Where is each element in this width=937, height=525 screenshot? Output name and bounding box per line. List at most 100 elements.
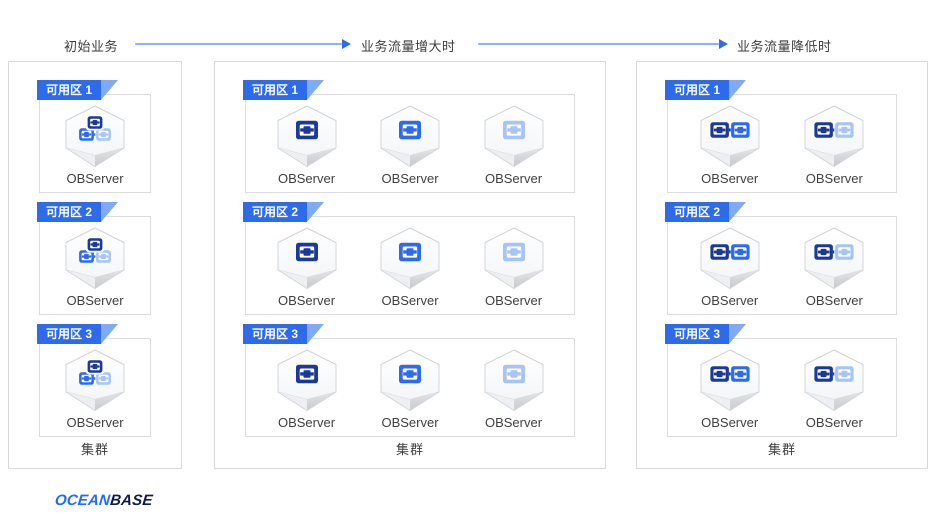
observer-label: OBServer <box>277 293 336 308</box>
zone-label: 可用区 3 <box>252 327 299 341</box>
zone-label: 可用区 3 <box>674 327 721 341</box>
observer-hexagon-icon <box>804 227 864 290</box>
observer-node: OBServer <box>367 105 453 186</box>
stage-label-initial: 初始业务 <box>64 39 119 54</box>
cluster-label: 集群 <box>395 442 424 457</box>
zone-label: 可用区 2 <box>252 205 299 219</box>
zone-ribbon: 可用区 1 <box>665 80 747 100</box>
observer-node: OBServer <box>687 349 773 430</box>
observer-label: OBServer <box>484 415 543 430</box>
observer-label: OBServer <box>381 293 439 308</box>
observer-label: OBServer <box>701 415 759 430</box>
observer-node: OBServer <box>791 349 877 430</box>
observer-label: OBServer <box>484 171 543 186</box>
servers-row: OBServer <box>40 95 150 192</box>
availability-zone: 可用区 2 OBServer OBServer OBServer <box>243 202 575 315</box>
observer-hexagon-icon <box>700 349 760 412</box>
zone-ribbon: 可用区 3 <box>665 324 747 344</box>
observer-node: OBServer <box>367 227 453 308</box>
arrow-line <box>135 43 342 45</box>
availability-zone: 可用区 3 OBServer OBServer <box>665 324 897 437</box>
observer-hexagon-icon <box>804 349 864 412</box>
servers-row: OBServer <box>40 339 150 436</box>
servers-row: OBServer OBServer <box>668 95 896 192</box>
zone-ribbon: 可用区 1 <box>37 80 119 100</box>
observer-node: OBServer <box>687 227 773 308</box>
zones-container: 可用区 1 OBServer 可用区 2 OBServer 可用区 3 OBServer <box>9 62 181 437</box>
servers-row: OBServer OBServer <box>668 339 896 436</box>
servers-row: OBServer OBServer OBServer <box>246 217 574 314</box>
zone-ribbon: 可用区 3 <box>37 324 119 344</box>
observer-label: OBServer <box>66 171 124 186</box>
servers-row: OBServer <box>40 217 150 314</box>
observer-node: OBServer <box>264 349 350 430</box>
observer-label: OBServer <box>701 171 759 186</box>
observer-hexagon-icon <box>380 105 440 168</box>
observer-node: OBServer <box>264 105 350 186</box>
observer-hexagon-icon <box>700 227 760 290</box>
observer-label: OBServer <box>484 293 543 308</box>
logo-text-base: BASE <box>109 492 154 509</box>
zone-label: 可用区 1 <box>46 83 93 97</box>
zone-ribbon: 可用区 2 <box>665 202 747 222</box>
observer-label: OBServer <box>805 415 863 430</box>
observer-label: OBServer <box>701 293 759 308</box>
observer-label: OBServer <box>66 293 124 308</box>
availability-zone: 可用区 2 OBServer <box>37 202 151 315</box>
observer-hexagon-icon <box>804 105 864 168</box>
observer-label: OBServer <box>805 171 863 186</box>
observer-node: OBServer <box>52 349 138 430</box>
cluster-label: 集群 <box>767 442 796 457</box>
observer-hexagon-icon <box>484 349 543 412</box>
observer-hexagon-icon <box>380 227 440 290</box>
observer-hexagon-icon <box>65 227 125 290</box>
observer-node: OBServer <box>367 349 453 430</box>
observer-node: OBServer <box>687 105 773 186</box>
observer-hexagon-icon <box>65 105 125 168</box>
observer-node: OBServer <box>471 105 557 186</box>
observer-node: OBServer <box>471 227 557 308</box>
observer-label: OBServer <box>277 171 336 186</box>
availability-zone: 可用区 3 OBServer <box>37 324 151 437</box>
observer-node: OBServer <box>52 227 138 308</box>
observer-label: OBServer <box>381 415 439 430</box>
zone-label: 可用区 3 <box>46 327 93 341</box>
zone-ribbon: 可用区 2 <box>37 202 119 222</box>
observer-hexagon-icon <box>277 349 336 412</box>
observer-node: OBServer <box>471 349 557 430</box>
arrow-head-icon <box>719 39 728 49</box>
arrow-head-icon <box>342 39 351 49</box>
observer-node: OBServer <box>264 227 350 308</box>
availability-zone: 可用区 3 OBServer OBServer OBServer <box>243 324 575 437</box>
zone-label: 可用区 2 <box>46 205 93 219</box>
observer-hexagon-icon <box>380 349 440 412</box>
cluster-label: 集群 <box>80 442 109 457</box>
servers-row: OBServer OBServer OBServer <box>246 339 574 436</box>
observer-label: OBServer <box>277 415 336 430</box>
observer-node: OBServer <box>791 227 877 308</box>
zone-label: 可用区 2 <box>674 205 721 219</box>
flow-arrow-right-icon <box>135 39 351 49</box>
arrow-line <box>478 43 719 45</box>
oceanbase-logo: OCEANBASE <box>54 492 153 509</box>
flow-arrow-right-icon <box>478 39 728 49</box>
availability-zone: 可用区 1 OBServer <box>37 80 151 193</box>
zone-ribbon: 可用区 1 <box>243 80 325 100</box>
observer-hexagon-icon <box>484 227 543 290</box>
zone-ribbon: 可用区 2 <box>243 202 325 222</box>
observer-hexagon-icon <box>277 105 336 168</box>
observer-hexagon-icon <box>277 227 336 290</box>
zone-ribbon: 可用区 3 <box>243 324 325 344</box>
observer-node: OBServer <box>791 105 877 186</box>
zone-label: 可用区 1 <box>252 83 299 97</box>
observer-hexagon-icon <box>65 349 125 412</box>
observer-hexagon-icon <box>700 105 760 168</box>
